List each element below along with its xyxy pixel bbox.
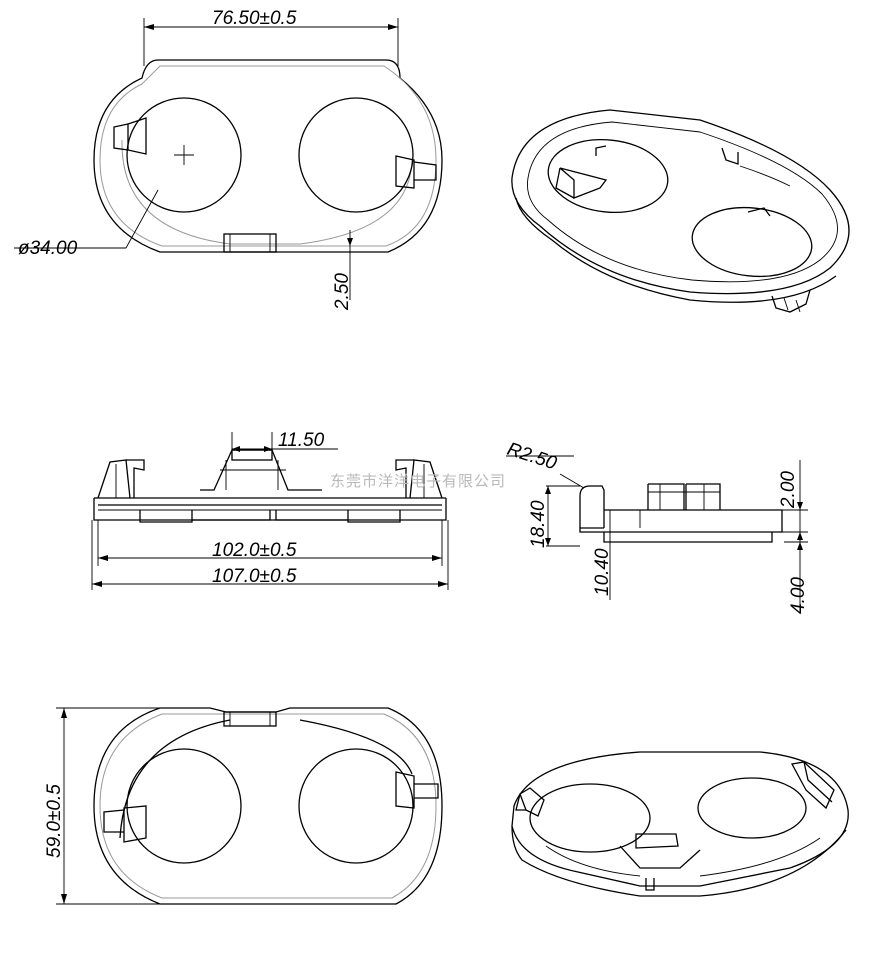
bottom-view (56, 707, 443, 905)
dim-total-height: 18.40 (528, 500, 549, 548)
dim-top-width: 76.50±0.5 (212, 8, 297, 29)
top-view (14, 18, 443, 300)
dim-outer-length: 107.0±0.5 (212, 566, 297, 587)
dim-base-thickness: 4.00 (788, 577, 809, 614)
top-iso-view (511, 109, 850, 313)
side-view (506, 455, 808, 612)
dim-body-height: 10.40 (592, 548, 613, 596)
dim-wall: 2.50 (332, 273, 353, 311)
dim-radius: R2.50 (504, 439, 559, 475)
company-watermark: 东莞市洋洋电子有限公司 (330, 473, 506, 490)
bottom-iso-view (511, 751, 849, 897)
dim-inner-length: 102.0±0.5 (212, 540, 297, 561)
front-view (91, 432, 449, 590)
dim-tab-width: 11.50 (278, 430, 325, 451)
dim-hole-diameter: ø34.00 (18, 238, 78, 259)
dim-height: 59.0±0.5 (44, 784, 65, 858)
dim-clip-height: 2.00 (778, 471, 799, 509)
